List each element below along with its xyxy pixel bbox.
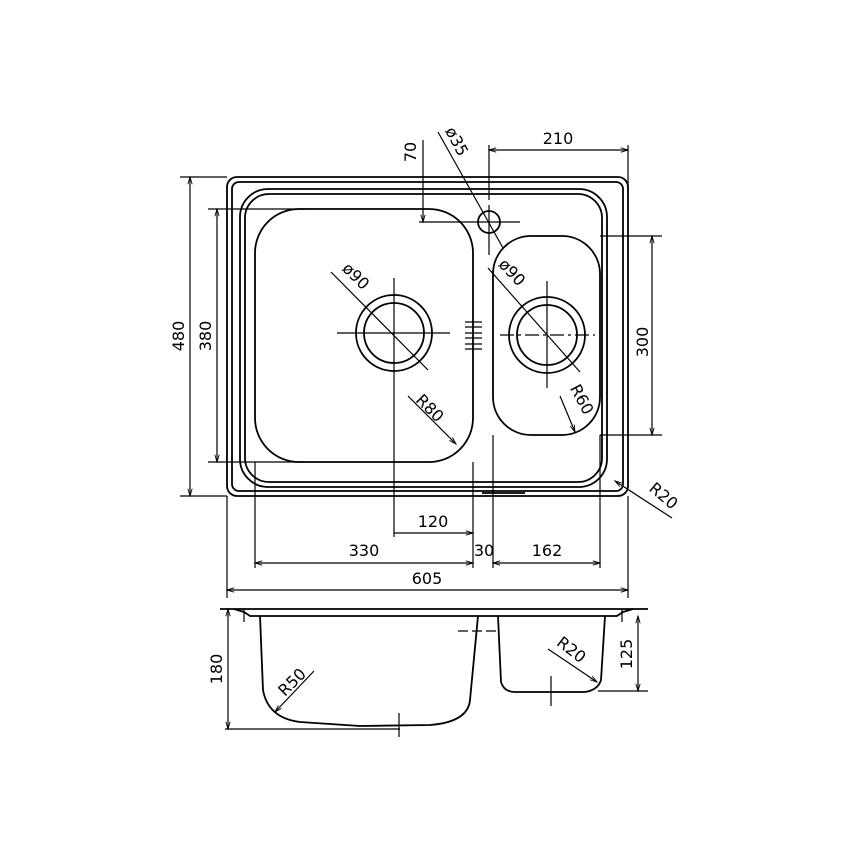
dim-162: 162 xyxy=(532,541,563,560)
dim-480: 480 xyxy=(169,321,188,352)
outer-rim-inner xyxy=(231,181,624,492)
large-bowl xyxy=(254,208,474,463)
top-view xyxy=(226,176,629,497)
dim-605: 605 xyxy=(412,569,443,588)
dim-r50: R50 xyxy=(274,664,310,700)
overflow-icon xyxy=(465,321,482,350)
dim-210: 210 xyxy=(543,129,574,148)
tap-hole xyxy=(419,205,520,255)
dim-330: 330 xyxy=(349,541,380,560)
dimension-lines xyxy=(180,131,673,598)
dim-30: 30 xyxy=(474,541,494,560)
dim-120: 120 xyxy=(418,512,449,531)
dim-tap-hole: ø35 xyxy=(441,124,472,160)
dim-300: 300 xyxy=(633,327,652,358)
outer-rim xyxy=(226,176,629,497)
dim-drain-small: ø90 xyxy=(495,255,529,290)
dim-180: 180 xyxy=(207,654,226,685)
side-view xyxy=(220,607,648,737)
small-bowl xyxy=(492,235,601,436)
dim-380: 380 xyxy=(196,321,215,352)
dim-r20-corner: R20 xyxy=(645,478,681,513)
large-drain xyxy=(337,278,450,392)
dim-70: 70 xyxy=(401,142,420,162)
small-drain xyxy=(500,281,595,388)
dim-r80: R80 xyxy=(412,390,448,426)
dim-125: 125 xyxy=(617,639,636,670)
dim-r60: R60 xyxy=(566,381,598,418)
dim-r20-side: R20 xyxy=(553,632,590,666)
dim-drain-large: ø90 xyxy=(339,259,374,294)
